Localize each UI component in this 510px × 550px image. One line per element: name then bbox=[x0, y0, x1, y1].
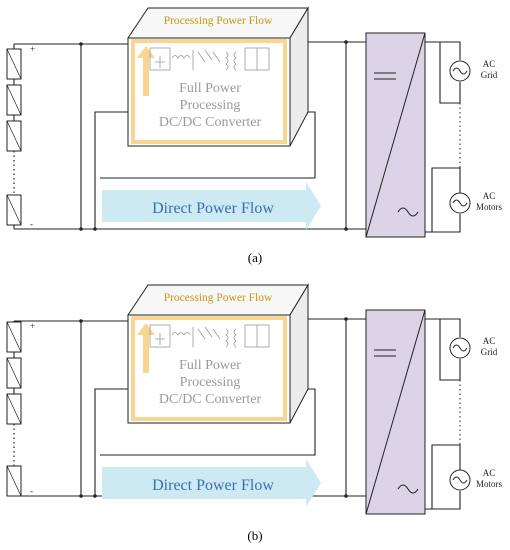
ac-motors-label: Motors bbox=[476, 479, 503, 489]
inverter-block bbox=[365, 32, 426, 238]
processing-path-frame bbox=[131, 316, 287, 421]
pv-plus-label: + bbox=[30, 44, 35, 54]
pv-module-icon bbox=[6, 120, 22, 152]
junction-dot bbox=[79, 227, 83, 231]
direct-flow-label: Direct Power Flow bbox=[152, 200, 274, 217]
ac-motors-label: AC bbox=[483, 468, 496, 478]
pv-string: +- bbox=[6, 321, 35, 497]
ac-motors-label: Motors bbox=[476, 202, 503, 212]
ac-symbol bbox=[397, 484, 419, 494]
processing-path-frame bbox=[131, 39, 287, 144]
sine-wave-icon bbox=[452, 476, 468, 484]
wire-ac-motor-return bbox=[431, 167, 461, 232]
converter-label-line: Processing bbox=[180, 98, 241, 113]
pv-module-icon bbox=[6, 357, 22, 389]
converter-label-line: Full Power bbox=[179, 81, 241, 96]
converter-label-line: DC/DC Converter bbox=[159, 115, 262, 130]
junction-dot bbox=[344, 227, 348, 231]
ac-motors-label: AC bbox=[483, 191, 496, 201]
pv-string: +- bbox=[6, 44, 35, 229]
inverter-diagonal bbox=[365, 32, 426, 238]
processing-flow-label: Processing Power Flow bbox=[164, 292, 273, 304]
ac-grid-label: Grid bbox=[481, 347, 498, 357]
direct-flow-arrow-shape bbox=[102, 182, 321, 230]
panel-caption: (b) bbox=[247, 528, 262, 543]
direct-flow-arrow-shape bbox=[102, 459, 321, 507]
box-front-face bbox=[127, 314, 291, 424]
wire-ac-grid-return bbox=[439, 42, 461, 104]
wire-converter-in bbox=[94, 388, 130, 496]
junction-dot bbox=[93, 227, 97, 231]
junction-dot bbox=[93, 494, 97, 498]
pv-module-icon bbox=[6, 465, 22, 497]
sine-wave-icon bbox=[452, 344, 468, 352]
processing-arrow bbox=[137, 46, 155, 96]
direct-power-flow-arrow: Direct Power Flow bbox=[102, 182, 321, 230]
wire-ac-motor-bottom bbox=[425, 491, 461, 510]
ac-grid-label: AC bbox=[483, 336, 496, 346]
ac-grid-label: Grid bbox=[481, 70, 498, 80]
sine-wave-icon bbox=[452, 67, 468, 75]
processing-flow-label: Processing Power Flow bbox=[164, 15, 273, 27]
direct-power-flow-arrow: Direct Power Flow bbox=[102, 459, 321, 507]
wire-ac-motor-return bbox=[431, 444, 461, 509]
wire-ac-motor-bottom bbox=[425, 214, 461, 233]
pv-minus-label: - bbox=[30, 486, 33, 496]
processing-arrow bbox=[137, 323, 155, 373]
sine-wave-icon bbox=[452, 199, 468, 207]
inverter-diagonal bbox=[365, 309, 426, 515]
pv-plus-label: + bbox=[30, 321, 35, 331]
inverter-block bbox=[365, 309, 426, 515]
wire-ac-grid-top bbox=[425, 41, 461, 60]
pv-module-icon bbox=[6, 84, 22, 116]
junction-dot bbox=[344, 494, 348, 498]
pv-module-icon bbox=[6, 321, 22, 353]
pv-minus-label: - bbox=[30, 219, 33, 229]
panel-caption: (a) bbox=[248, 250, 262, 265]
ac-grid-label: AC bbox=[483, 59, 496, 69]
wire-converter-in bbox=[94, 111, 130, 229]
buck-boost-converter-icon bbox=[149, 47, 270, 71]
converter-label-line: Processing bbox=[180, 375, 241, 390]
converter-label-line: Full Power bbox=[179, 358, 241, 373]
direct-flow-label: Direct Power Flow bbox=[152, 477, 274, 494]
junction-dot bbox=[79, 494, 83, 498]
wire-ac-grid-top bbox=[425, 318, 461, 337]
pv-module-icon bbox=[6, 48, 22, 80]
wire-ac-grid-return bbox=[439, 319, 461, 381]
ac-symbol bbox=[397, 207, 419, 217]
pv-module-icon bbox=[6, 393, 22, 425]
pv-module-icon bbox=[6, 194, 22, 226]
buck-boost-converter-icon bbox=[149, 324, 270, 348]
converter-label-line: DC/DC Converter bbox=[159, 392, 262, 407]
